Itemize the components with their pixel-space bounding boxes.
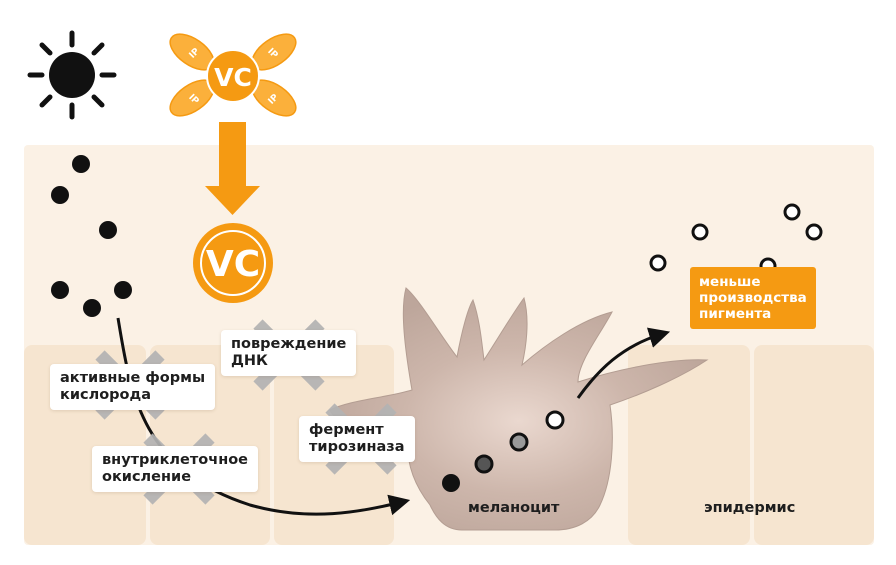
vc-result-label: VC	[206, 244, 260, 285]
label-dna-damage: повреждение ДНК	[221, 330, 357, 376]
particle	[691, 223, 709, 241]
melanin-granules	[442, 410, 565, 492]
vitamin-c-circle: VC	[193, 223, 273, 303]
vc-core-label: VC	[214, 63, 252, 92]
particle	[649, 254, 667, 272]
granule	[509, 432, 529, 452]
label-reactive-oxygen-line-1: активные формы	[60, 370, 206, 386]
granule	[442, 474, 460, 492]
particle	[99, 221, 117, 239]
melanocyte-cell	[329, 287, 709, 531]
label-dna-line-1: повреждение	[231, 336, 347, 352]
particle	[83, 299, 101, 317]
label-less-pigment: меньше производства пигмента	[690, 267, 816, 329]
particle	[805, 223, 823, 241]
skin-cell	[754, 345, 874, 545]
output-arrow-icon	[576, 327, 671, 399]
label-melanocyte: меланоцит	[468, 500, 560, 516]
label-less-pigment-line-2: производства	[699, 290, 807, 306]
label-tyrosinase-line-1: фермент	[309, 422, 384, 438]
granule	[474, 454, 494, 474]
particle	[51, 186, 69, 204]
label-epidermis: эпидермис	[704, 500, 796, 516]
reactive-oxygen-particles	[51, 155, 132, 317]
label-tyrosinase: фермент тирозиназа	[299, 416, 415, 462]
particle	[114, 281, 132, 299]
sun-icon	[27, 30, 117, 120]
label-less-pigment-line-3: пигмента	[699, 306, 772, 322]
label-tyrosinase-line-2: тирозиназа	[309, 439, 405, 455]
label-dna-line-2: ДНК	[231, 353, 268, 369]
down-arrow-icon	[205, 122, 260, 215]
particle	[72, 155, 90, 173]
label-oxidation-line-2: окисление	[102, 469, 192, 485]
label-intracellular-oxidation: внутриклеточное окисление	[92, 446, 259, 492]
label-reactive-oxygen: активные формы кислорода	[50, 364, 216, 410]
particle	[783, 203, 801, 221]
vitamin-c-molecule-icon: IP IP IP IP VC	[169, 33, 297, 117]
skin-cell	[628, 345, 750, 545]
particle	[51, 281, 69, 299]
reduced-pigment-particles	[649, 203, 823, 275]
label-reactive-oxygen-line-2: кислорода	[60, 387, 152, 403]
label-oxidation-line-1: внутриклеточное	[102, 452, 249, 468]
label-less-pigment-line-1: меньше	[699, 274, 761, 290]
granule	[545, 410, 565, 430]
